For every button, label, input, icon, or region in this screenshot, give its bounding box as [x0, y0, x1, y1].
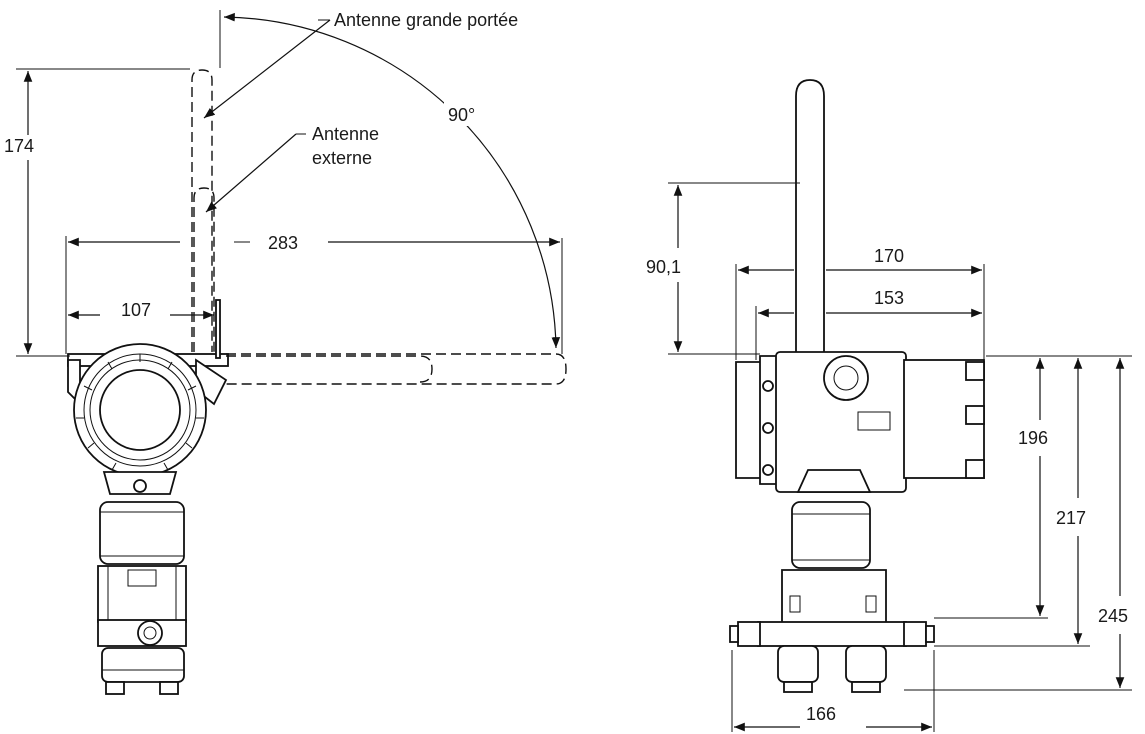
dim-283-label: 283: [268, 233, 298, 253]
left-transmitter-body: [67, 343, 229, 695]
angle-label: 90°: [448, 105, 475, 125]
callout-external-label-1: Antenne: [312, 124, 379, 144]
dim-107: 107: [68, 300, 217, 354]
callout-external-label-2: externe: [312, 148, 372, 168]
dim-107-label: 107: [121, 300, 151, 320]
dim-174: 174: [4, 68, 190, 357]
dim-153: 153: [755, 288, 982, 360]
right-transmitter-body: [729, 351, 985, 693]
dim-153-label: 153: [874, 288, 904, 308]
left-antennas: [191, 69, 567, 385]
dim-196-label: 196: [1018, 428, 1048, 448]
dim-245-label: 245: [1098, 606, 1128, 626]
dim-217-label: 217: [1056, 508, 1086, 528]
dim-170: 170: [735, 246, 985, 360]
dim-166: 166: [731, 650, 935, 732]
dim-90-1-label: 90,1: [646, 257, 681, 277]
dim-174-label: 174: [4, 136, 34, 156]
left-view: 174 283 107 90° Anten: [4, 10, 567, 695]
right-view: 90,1 170 153 196 217: [646, 79, 1132, 732]
dim-166-label: 166: [806, 704, 836, 724]
dim-170-label: 170: [874, 246, 904, 266]
callout-external: Antenne externe: [205, 124, 379, 213]
dim-90-1: 90,1: [646, 182, 800, 355]
callout-long-range-label: Antenne grande portée: [334, 10, 518, 30]
dims-vertical-right: 196 217 245: [904, 355, 1132, 691]
rotation-arc: 90°: [219, 10, 561, 349]
dim-283: 283: [65, 233, 563, 354]
callout-long-range: Antenne grande portée: [203, 10, 518, 119]
